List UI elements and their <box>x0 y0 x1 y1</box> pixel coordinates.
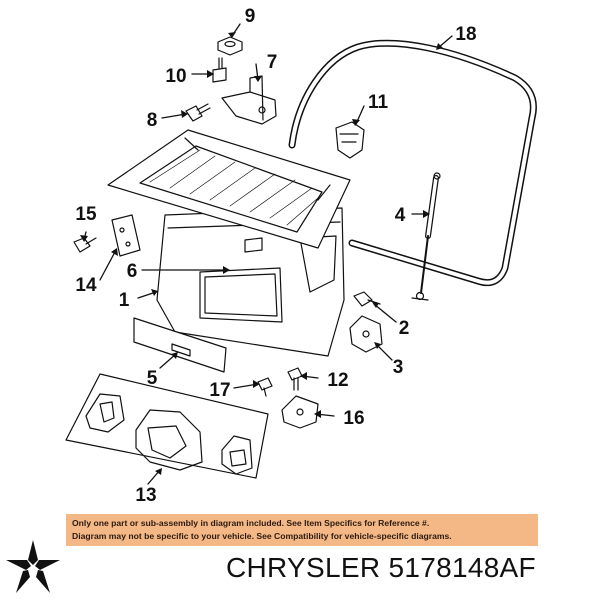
weatherstrip-seal <box>288 39 537 287</box>
callout-8: 8 <box>147 110 158 131</box>
part-title: CHRYSLER 5178148AF <box>226 552 536 583</box>
stud-bolt-part <box>212 57 227 83</box>
note-line-1: Only one part or sub-assembly in diagram… <box>72 518 430 528</box>
bracket-part-16 <box>281 395 319 429</box>
callout-5: 5 <box>147 368 158 389</box>
bracket-module <box>111 214 141 257</box>
callout-18: 18 <box>455 24 476 45</box>
bolt-part-15 <box>73 237 97 253</box>
callout-10: 10 <box>165 66 186 87</box>
latch-bracket <box>349 315 383 353</box>
callout-3: 3 <box>393 357 404 378</box>
callout-12: 12 <box>327 370 348 391</box>
screw-part-12 <box>287 367 303 391</box>
callout-2: 2 <box>399 318 410 339</box>
callout-6: 6 <box>127 261 138 282</box>
compatibility-note: Only one part or sub-assembly in diagram… <box>66 514 538 546</box>
callout-4: 4 <box>395 205 406 226</box>
nut-part <box>217 36 243 56</box>
callout-14: 14 <box>75 275 97 296</box>
screw-part-17 <box>257 377 273 397</box>
note-line-2: Diagram may not be specific to your vehi… <box>72 531 452 541</box>
callout-15: 15 <box>75 204 97 225</box>
callout-17: 17 <box>209 380 230 401</box>
latch-part <box>335 121 365 159</box>
bolt-part <box>185 103 211 122</box>
callout-7: 7 <box>267 52 278 73</box>
arrowheads <box>80 32 443 475</box>
callout-9: 9 <box>245 6 256 27</box>
hinge-part <box>221 75 277 125</box>
callout-16: 16 <box>343 408 364 429</box>
liftgate-glass <box>107 129 351 249</box>
applique-bar <box>133 317 227 373</box>
gas-strut <box>411 172 441 301</box>
callout-11: 11 <box>368 92 389 113</box>
trim-panel-assembly <box>65 373 269 479</box>
liftgate-panel <box>156 207 345 357</box>
pentastar-logo-icon <box>6 540 60 593</box>
callout-numbers: 9 7 10 8 18 11 4 15 14 6 1 2 3 5 17 12 1… <box>75 6 476 506</box>
callout-1: 1 <box>119 290 130 311</box>
callout-13: 13 <box>135 485 156 506</box>
